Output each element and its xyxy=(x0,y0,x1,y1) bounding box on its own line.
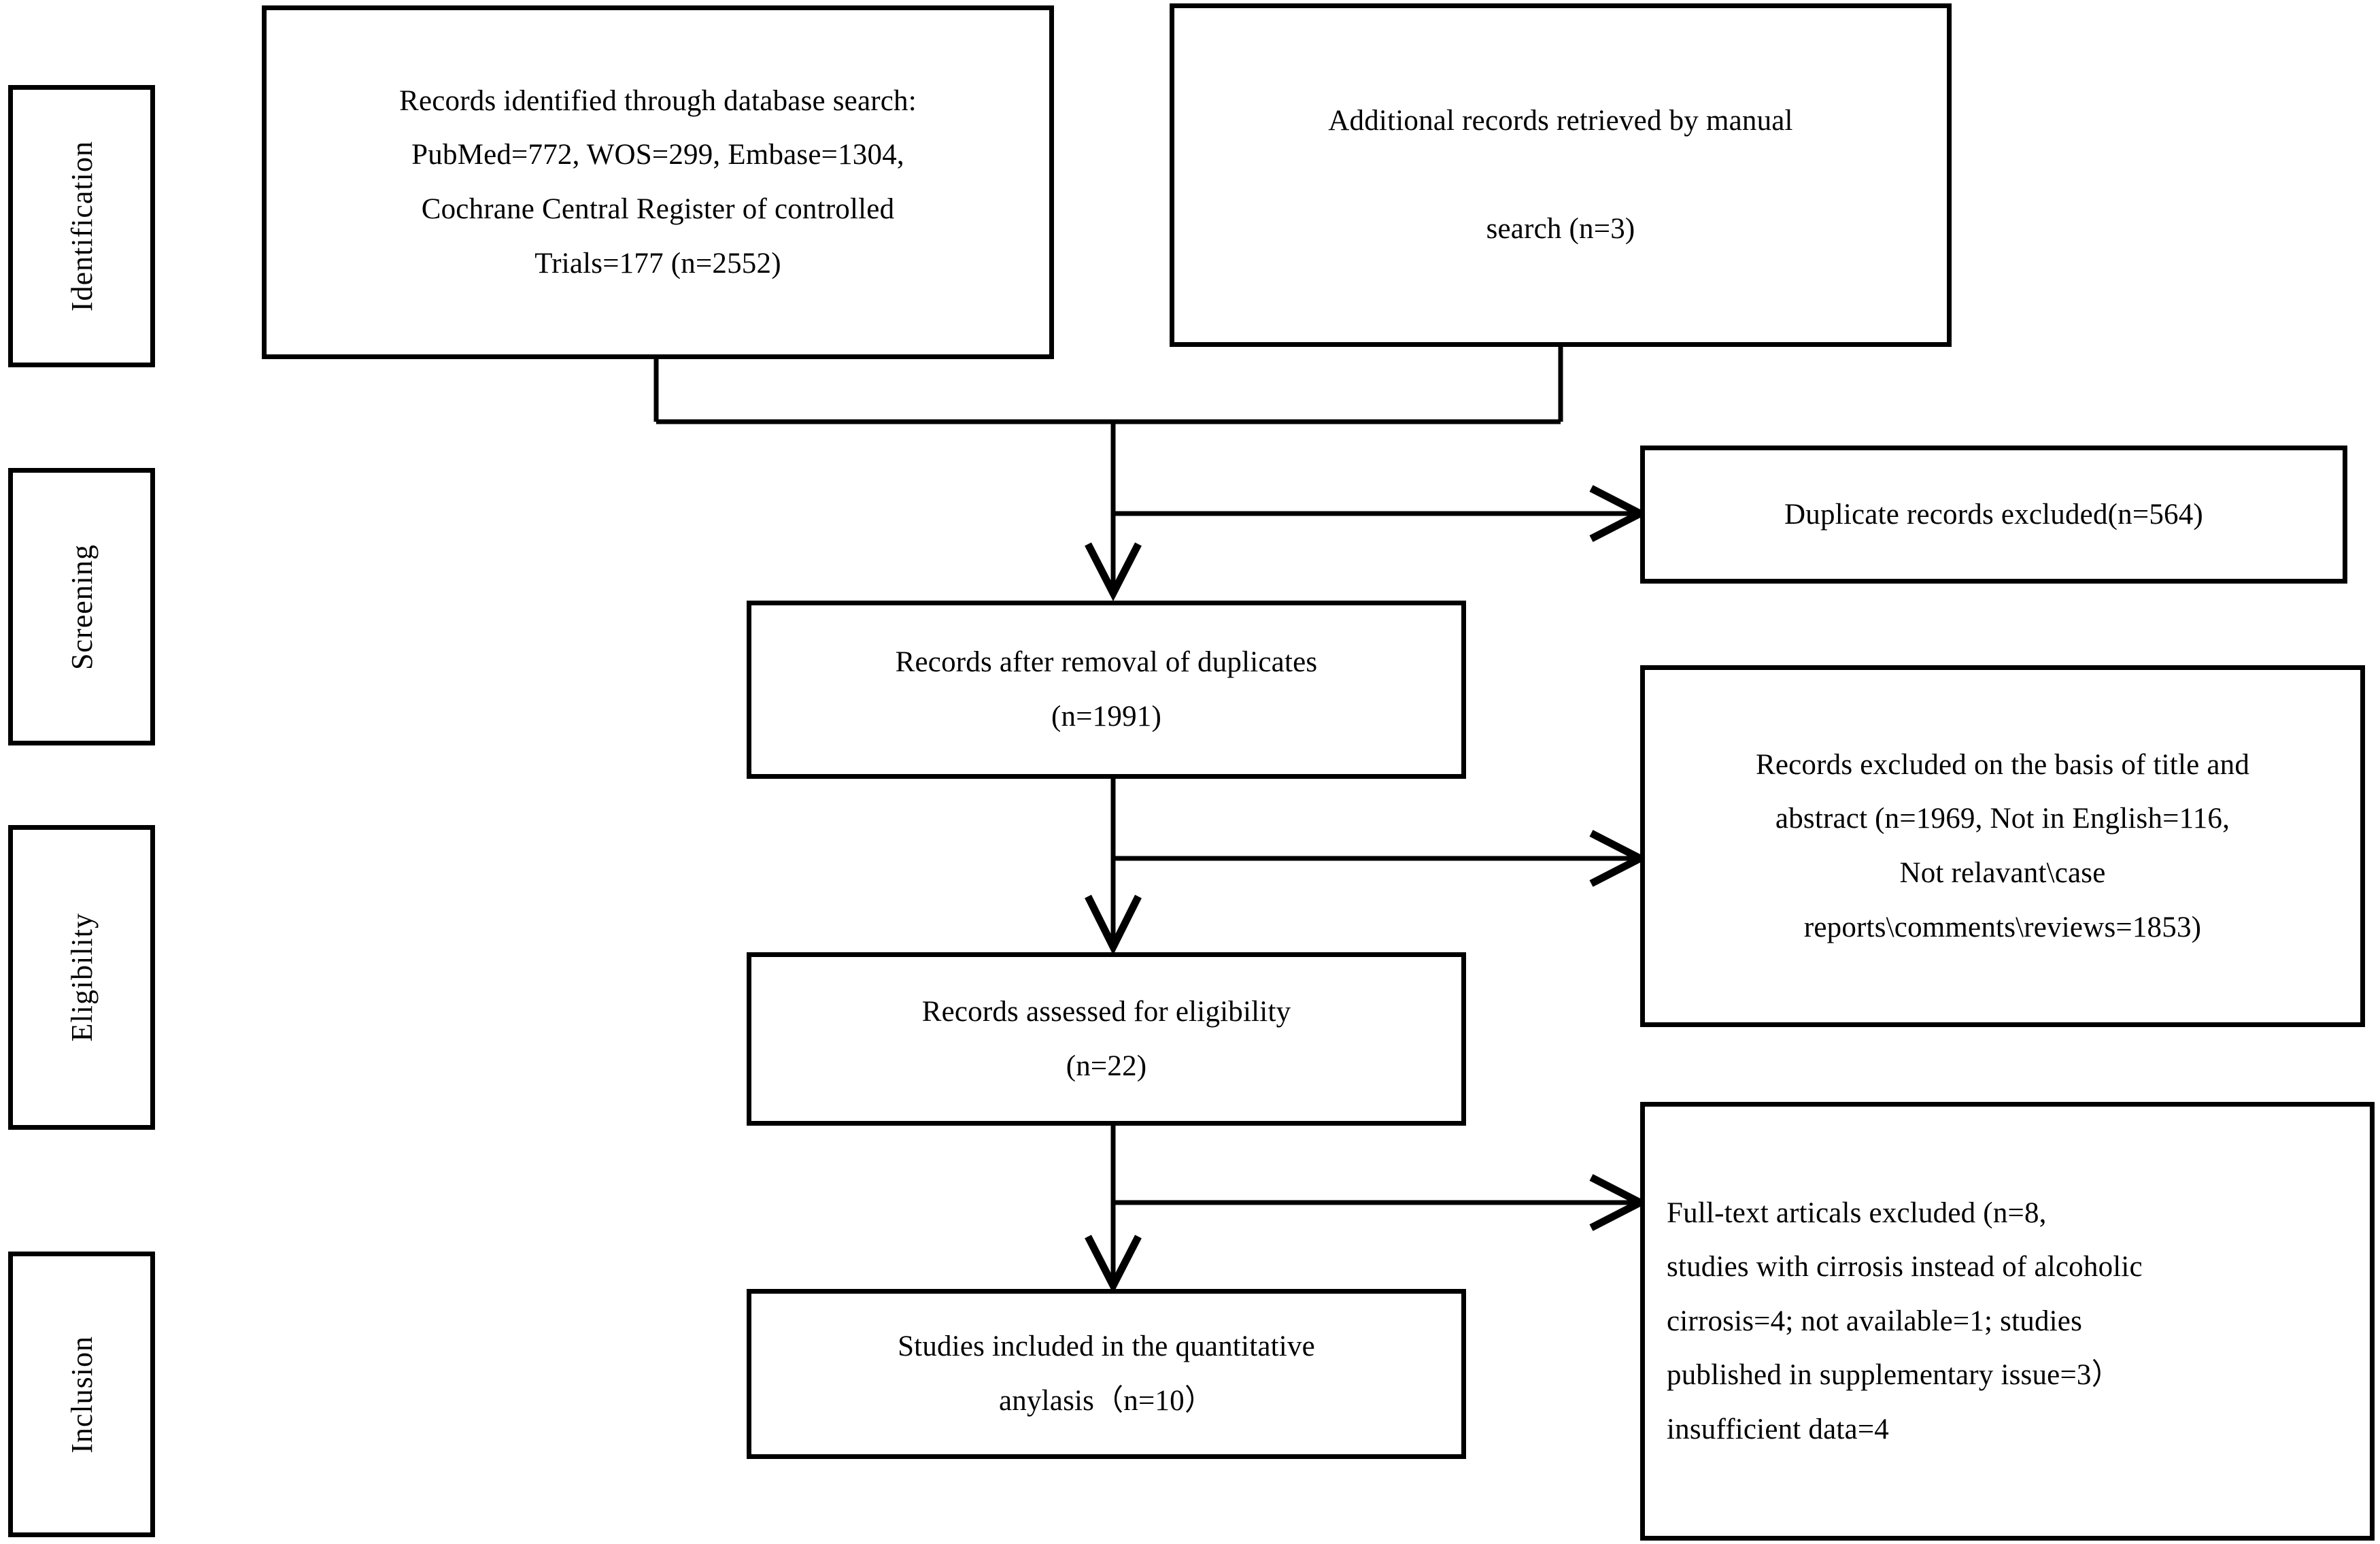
stage-label-identification: Identification xyxy=(65,140,99,312)
stage-box-eligibility: Eligibility xyxy=(8,825,155,1130)
stage-label-inclusion: Inclusion xyxy=(65,1335,99,1454)
text-line: Not relavant\case xyxy=(1899,857,2106,889)
text-line: Records identified through database sear… xyxy=(399,84,917,117)
text-line: cirrosis=4; not available=1; studies xyxy=(1667,1305,2083,1337)
box-assessed-eligibility-text: Records assessed for eligibility (n=22) xyxy=(751,985,1461,1093)
box-after-duplicates: Records after removal of duplicates (n=1… xyxy=(747,601,1466,779)
box-included-studies: Studies included in the quantitative any… xyxy=(747,1289,1466,1459)
box-title-abstract-excluded-text: Records excluded on the basis of title a… xyxy=(1645,738,2360,954)
box-database-search-text: Records identified through database sear… xyxy=(267,74,1049,290)
stage-box-identification: Identification xyxy=(8,85,155,367)
text-line: Duplicate records excluded(n=564) xyxy=(1784,498,2203,531)
box-duplicates-excluded: Duplicate records excluded(n=564) xyxy=(1640,446,2347,584)
box-assessed-eligibility: Records assessed for eligibility (n=22) xyxy=(747,952,1466,1126)
text-line: abstract (n=1969, Not in English=116, xyxy=(1775,803,2230,835)
box-manual-search: Additional records retrieved by manual s… xyxy=(1170,3,1952,347)
text-line: published in supplementary issue=3） xyxy=(1667,1359,2121,1392)
text-line: Studies included in the quantitative xyxy=(898,1330,1315,1363)
text-line: PubMed=772, WOS=299, Embase=1304, xyxy=(411,139,904,171)
box-duplicates-excluded-text: Duplicate records excluded(n=564) xyxy=(1645,488,2343,542)
text-line: Records excluded on the basis of title a… xyxy=(1755,748,2250,781)
text-line: Cochrane Central Register of controlled xyxy=(421,193,895,225)
text-line: anylasis（n=10） xyxy=(998,1385,1214,1417)
text-line: Trials=177 (n=2552) xyxy=(534,247,781,280)
box-fulltext-excluded: Full-text articals excluded (n=8, studie… xyxy=(1640,1102,2375,1541)
stage-label-screening: Screening xyxy=(65,543,99,670)
stage-box-inclusion: Inclusion xyxy=(8,1252,155,1537)
box-included-studies-text: Studies included in the quantitative any… xyxy=(751,1320,1461,1428)
text-line: Additional records retrieved by manual xyxy=(1328,105,1793,137)
box-after-duplicates-text: Records after removal of duplicates (n=1… xyxy=(751,635,1461,743)
box-database-search: Records identified through database sear… xyxy=(262,5,1054,359)
box-title-abstract-excluded: Records excluded on the basis of title a… xyxy=(1640,665,2365,1027)
text-line: search (n=3) xyxy=(1486,213,1635,246)
text-line: studies with cirrosis instead of alcohol… xyxy=(1667,1251,2143,1283)
box-manual-search-text: Additional records retrieved by manual s… xyxy=(1174,94,1947,256)
text-line: Records assessed for eligibility xyxy=(921,995,1291,1028)
text-line: insufficient data=4 xyxy=(1667,1413,1889,1445)
text-line: reports\comments\reviews=1853) xyxy=(1803,911,2202,943)
box-fulltext-excluded-text: Full-text articals excluded (n=8, studie… xyxy=(1645,1186,2370,1457)
stage-label-eligibility: Eligibility xyxy=(65,913,99,1042)
text-line: (n=22) xyxy=(1066,1050,1147,1082)
text-line: (n=1991) xyxy=(1051,701,1161,733)
text-line: Records after removal of duplicates xyxy=(895,646,1318,679)
stage-box-screening: Screening xyxy=(8,468,155,745)
text-line: Full-text articals excluded (n=8, xyxy=(1667,1196,2047,1229)
